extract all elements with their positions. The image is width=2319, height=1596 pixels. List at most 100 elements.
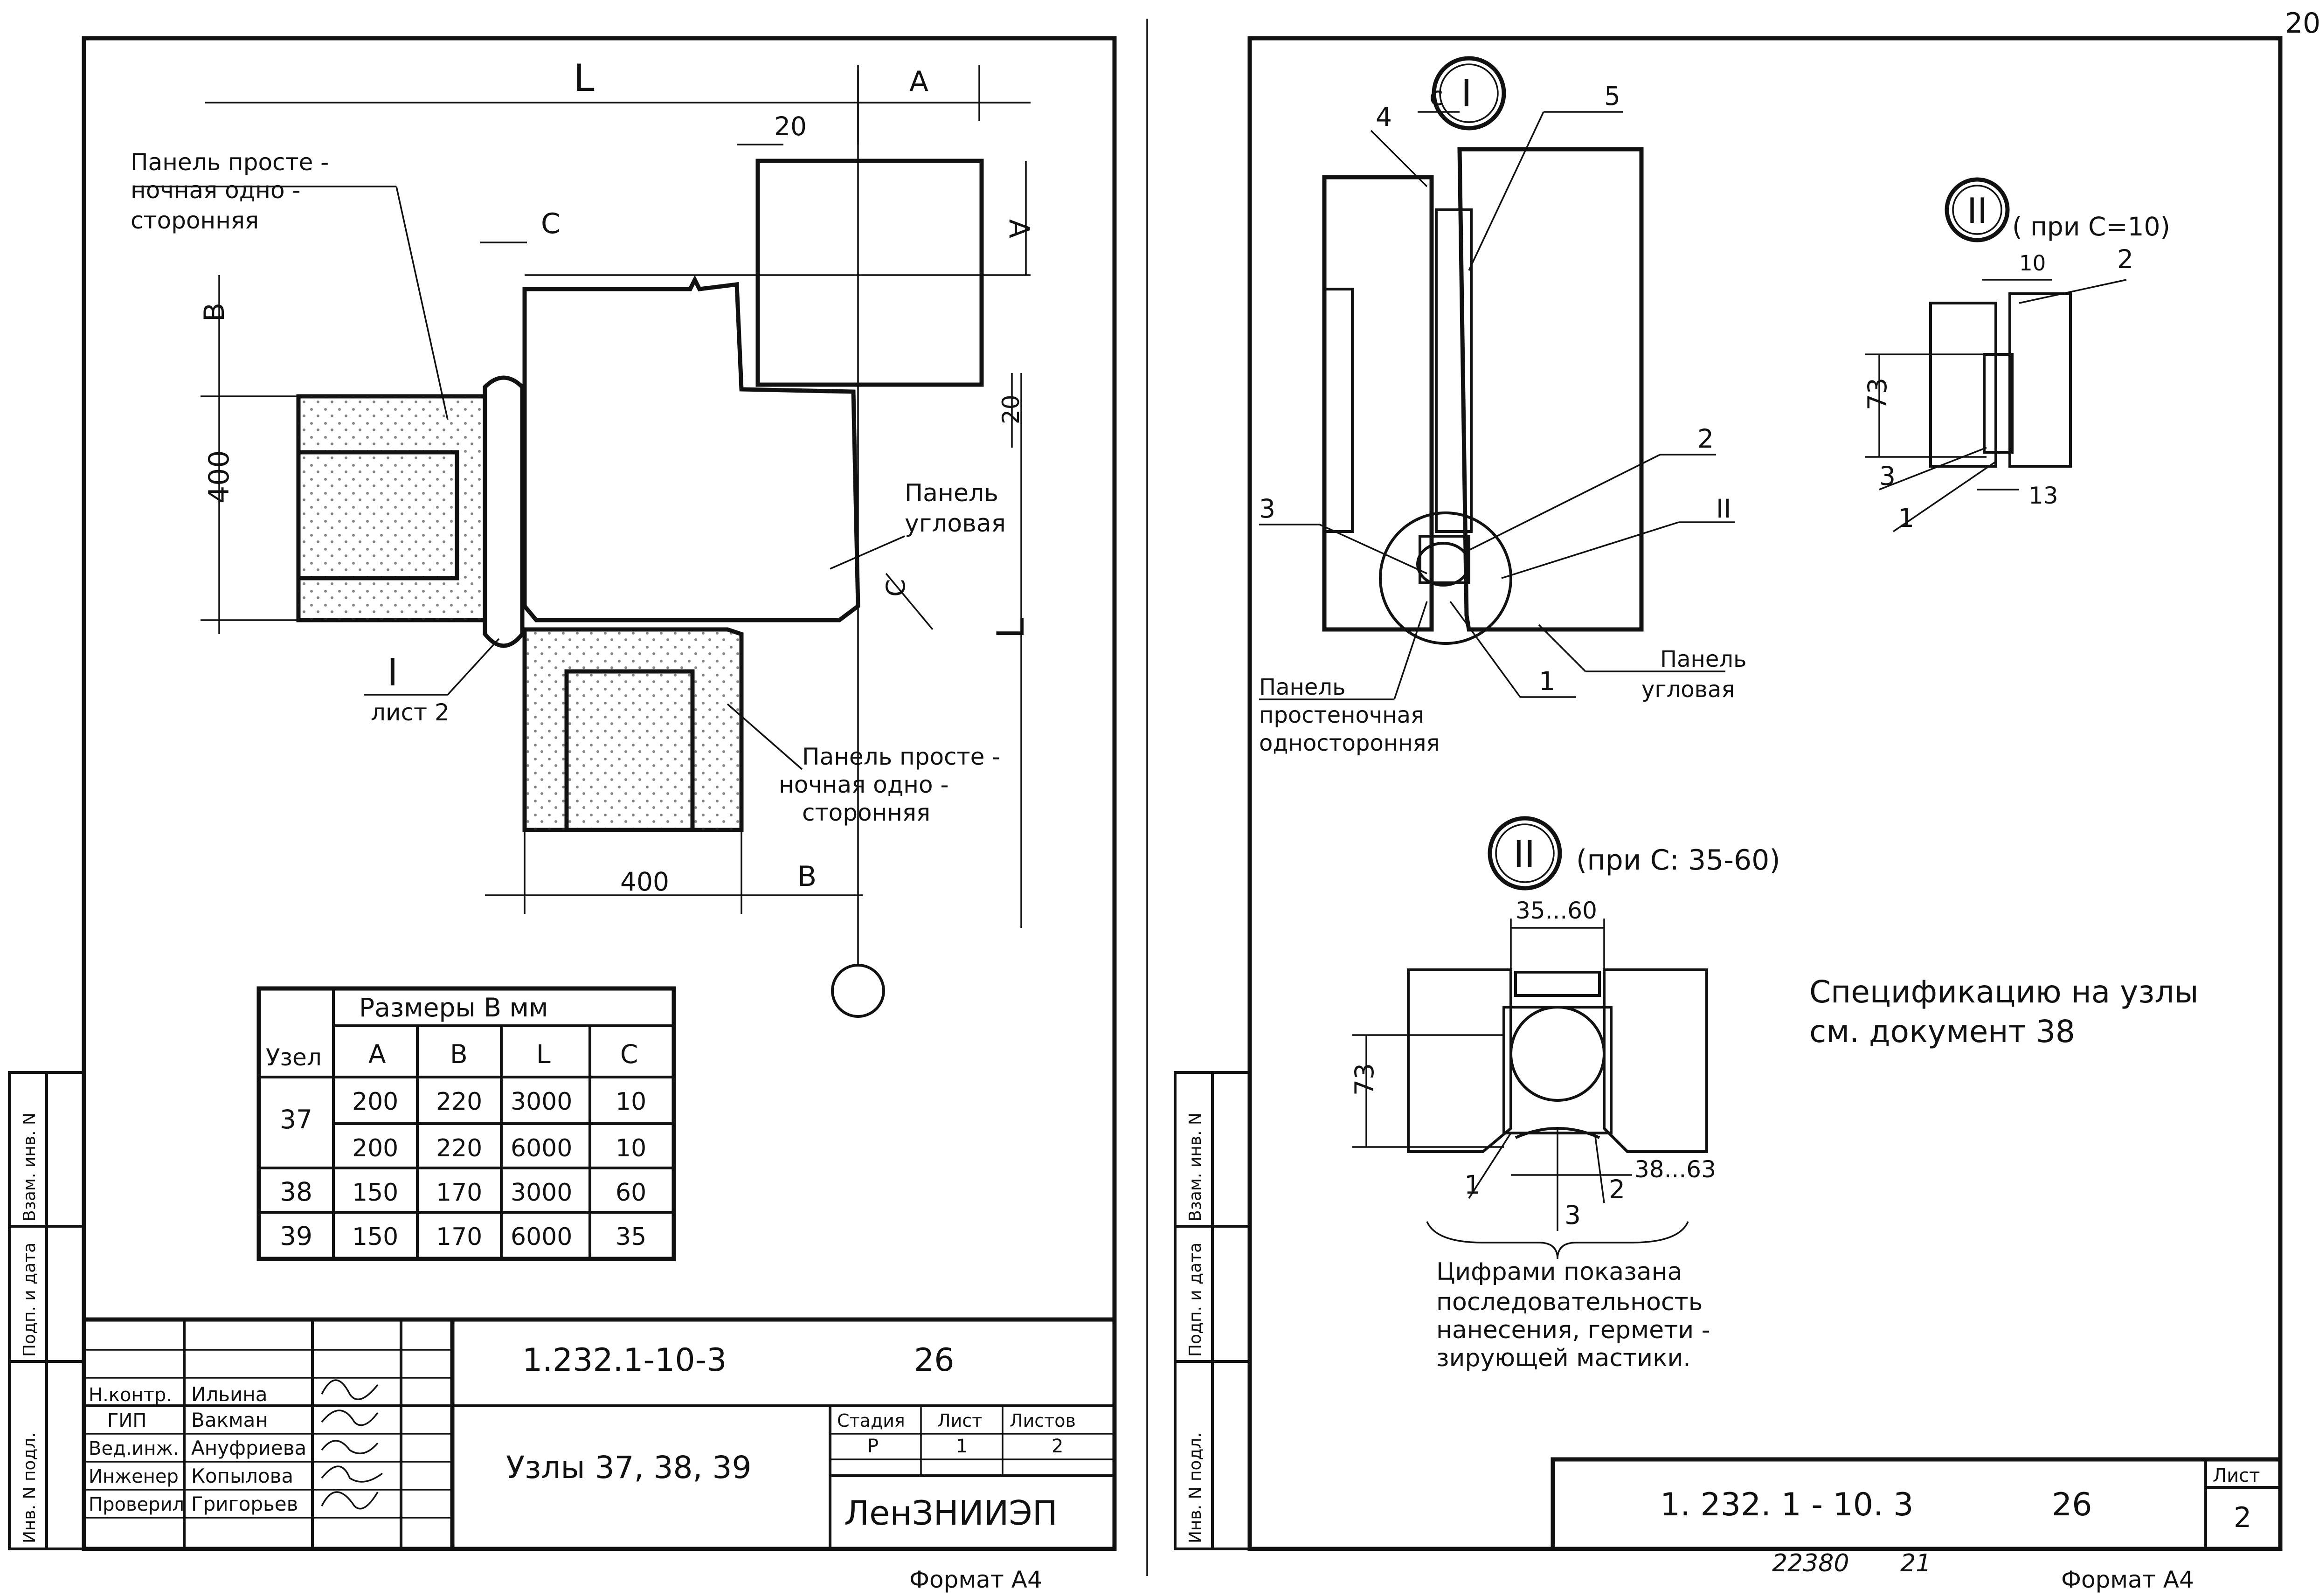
table-row4-C: 35 [616, 1223, 646, 1251]
table-row2-C: 10 [616, 1134, 646, 1162]
role-3: Вед.инж. [89, 1438, 179, 1459]
callout-1: 1 [1539, 666, 1555, 696]
role-1: Н.контр. [89, 1384, 172, 1406]
left-title: Узлы 37, 38, 39 [506, 1450, 751, 1485]
corner-panel [522, 275, 860, 622]
bottom-number: 22380 [1772, 1549, 1849, 1577]
sheets-header: Листов [1010, 1410, 1076, 1431]
callout-4: 4 [1376, 102, 1392, 132]
table-row3-B: 170 [436, 1179, 482, 1207]
spec-note-1: Спецификацию на узлы [1809, 974, 2199, 1010]
left-doc-code: 1.232.1-10-3 [522, 1342, 727, 1379]
table-row1-L: 3000 [511, 1088, 572, 1116]
note-order-1: Цифрами показана [1436, 1258, 1682, 1286]
stage-header: Стадия [837, 1410, 905, 1431]
role-2: ГИП [107, 1410, 146, 1431]
panel-bottom-label-2: ночная одно - [779, 771, 949, 798]
name-5: Григорьев [191, 1492, 298, 1515]
dim-20-top: 20 [774, 111, 807, 141]
panel-left-label-1: Панель [1259, 674, 1345, 700]
table-row1-B: 220 [436, 1088, 482, 1116]
dim-C-right: C [881, 579, 911, 597]
joint-bracket [483, 375, 525, 648]
right-stamp-replace: Взам. инв. N [1186, 1112, 1205, 1222]
left-stamp-inv: Инв. N подл. [20, 1432, 39, 1543]
name-1: Ильина [191, 1383, 268, 1406]
table-header-group: Размеры В мм [359, 993, 548, 1023]
table-col-A: A [368, 1039, 386, 1069]
panel-top-left-label-1: Панель просте - [131, 149, 329, 176]
table-row3-node: 38 [280, 1177, 312, 1207]
node-II-a-call-2: 2 [2117, 244, 2133, 274]
right-title-block: 1. 232. 1 - 10. 3 26 Лист 2 [1551, 1457, 2283, 1551]
callout-3: 3 [1259, 494, 1275, 524]
table-row2-B: 220 [436, 1134, 482, 1162]
table-row2-L: 6000 [511, 1134, 572, 1162]
panel-bottom-label-3: сторонняя [802, 799, 930, 826]
node-I-detail: I c 4 5 2 II 3 1 Панель простеночная одн… [1259, 56, 1746, 756]
left-format: Формат А4 [909, 1566, 1042, 1593]
stage-value: Р [867, 1436, 879, 1457]
left-title-block: Н.контр. ГИП Вед.инж. Инженер Проверил И… [82, 1317, 1117, 1551]
name-2: Вакман [191, 1409, 268, 1431]
dim-A-top: A [909, 65, 928, 98]
right-sheet-number: 2 [2234, 1501, 2251, 1534]
table-row3-L: 3000 [511, 1179, 572, 1207]
signature-5 [321, 1491, 379, 1510]
page-number: 20 [2285, 7, 2319, 40]
corner-panel-label-1: Панель [905, 479, 998, 507]
dim-B-left: B [198, 303, 231, 322]
dimensions-table: Узел Размеры В мм A B L C 37 200 220 300… [256, 986, 676, 1261]
left-doc-num: 26 [914, 1342, 955, 1379]
table-header-node: Узел [266, 1044, 322, 1071]
dim-400-bottom: 400 [620, 867, 669, 897]
node-II-b-label: II [1513, 833, 1535, 876]
column-block [755, 159, 984, 387]
node-II-a-dim-73: 73 [1862, 378, 1892, 410]
panel-left-label-3: односторонняя [1259, 730, 1440, 756]
panel-corner-label-1: Панель [1660, 646, 1746, 672]
dim-400-left: 400 [203, 450, 235, 504]
table-col-B: B [450, 1039, 468, 1069]
dim-L-top: L [574, 56, 595, 100]
node-II-a-dim-10: 10 [2019, 251, 2046, 276]
name-3: Ануфриева [191, 1437, 306, 1459]
node-II-a-dim-13: 13 [2028, 482, 2058, 509]
right-doc-num: 26 [2052, 1486, 2092, 1523]
bottom-number-2: 21 [1900, 1549, 1931, 1577]
callout-II: II [1716, 494, 1731, 524]
axis-marker [831, 964, 885, 1018]
panel-bottom-label-1: Панель просте - [802, 743, 1000, 770]
node-ref-sheet: лист 2 [371, 699, 450, 726]
corner-panel-label-2: угловая [905, 510, 1006, 538]
dim-B-bottom: B [797, 860, 817, 893]
left-sheet: Инв. N подл. Подп. и дата Взам. инв. N L… [8, 36, 1117, 1593]
callout-2: 2 [1697, 424, 1714, 454]
left-insulation [296, 450, 459, 580]
note-order-4: зирующей мастики. [1436, 1344, 1691, 1372]
signature-4 [321, 1465, 383, 1483]
node-ref-I: I [387, 651, 398, 694]
dim-C-top: C [541, 207, 561, 240]
table-row2-A: 200 [352, 1134, 398, 1162]
table-row3-A: 150 [352, 1179, 398, 1207]
name-4: Копылова [191, 1465, 293, 1487]
node-I-label: I [1461, 72, 1472, 115]
right-stamp-sign: Подп. и дата [1186, 1243, 1205, 1357]
spec-note-2: см. документ 38 [1809, 1014, 2075, 1050]
note-order-2: последовательность [1436, 1288, 1703, 1316]
panel-corner-label-2: угловая [1641, 677, 1735, 703]
node-II-a-label: II [1967, 190, 1987, 231]
node-I-dim-c: c [1429, 81, 1443, 111]
right-format: Формат А4 [2061, 1566, 2194, 1593]
panel-left-label-2: простеночная [1259, 702, 1424, 728]
sheet-value: 1 [956, 1436, 968, 1457]
table-row4-node: 39 [280, 1221, 312, 1251]
table-row4-L: 6000 [511, 1223, 572, 1251]
role-5: Проверил [89, 1494, 184, 1515]
sheet-header: Лист [937, 1410, 982, 1431]
node-II-b-call-3: 3 [1564, 1200, 1581, 1230]
node-II-b-dim-top: 35...60 [1516, 897, 1597, 924]
table-col-C: C [620, 1039, 638, 1069]
